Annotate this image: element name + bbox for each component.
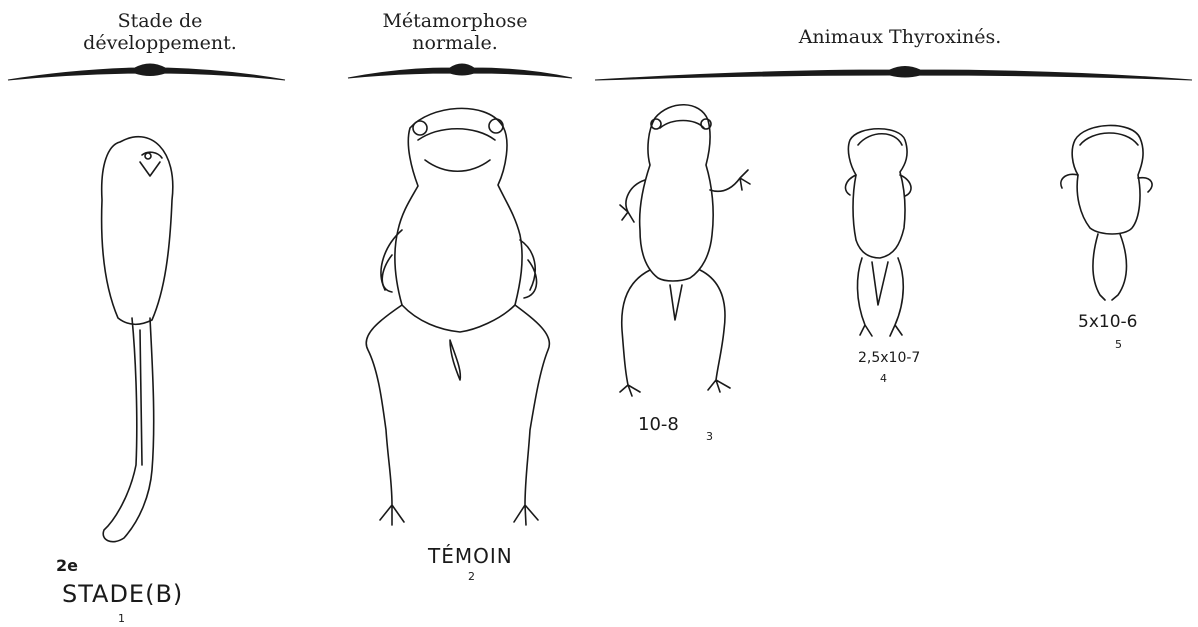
specimen-5-froglet — [1061, 125, 1152, 300]
specimen-1-superscript: 2e — [56, 556, 78, 575]
specimen-4-number: 4 — [880, 372, 887, 385]
specimen-1-tadpole — [102, 137, 173, 542]
specimen-2-number: 2 — [468, 570, 475, 583]
specimen-2-froglet — [366, 108, 549, 525]
header-rule-stage — [8, 64, 285, 80]
specimen-1-number: 1 — [118, 612, 125, 625]
header-rule-normal — [348, 64, 572, 78]
specimen-5-number: 5 — [1115, 338, 1122, 351]
specimen-3-froglet — [620, 105, 750, 396]
header-rule-treated — [595, 67, 1192, 81]
specimen-1-label: STADE(B) — [62, 580, 183, 608]
specimen-4-froglet — [845, 129, 911, 336]
specimen-3-number: 3 — [706, 430, 713, 443]
specimen-2-label: TÉMOIN — [428, 544, 513, 568]
specimen-4-label: 2,5x10-7 — [858, 350, 920, 366]
specimen-3-label: 10-8 — [638, 414, 679, 435]
specimen-5-label: 5x10-6 — [1078, 312, 1137, 332]
